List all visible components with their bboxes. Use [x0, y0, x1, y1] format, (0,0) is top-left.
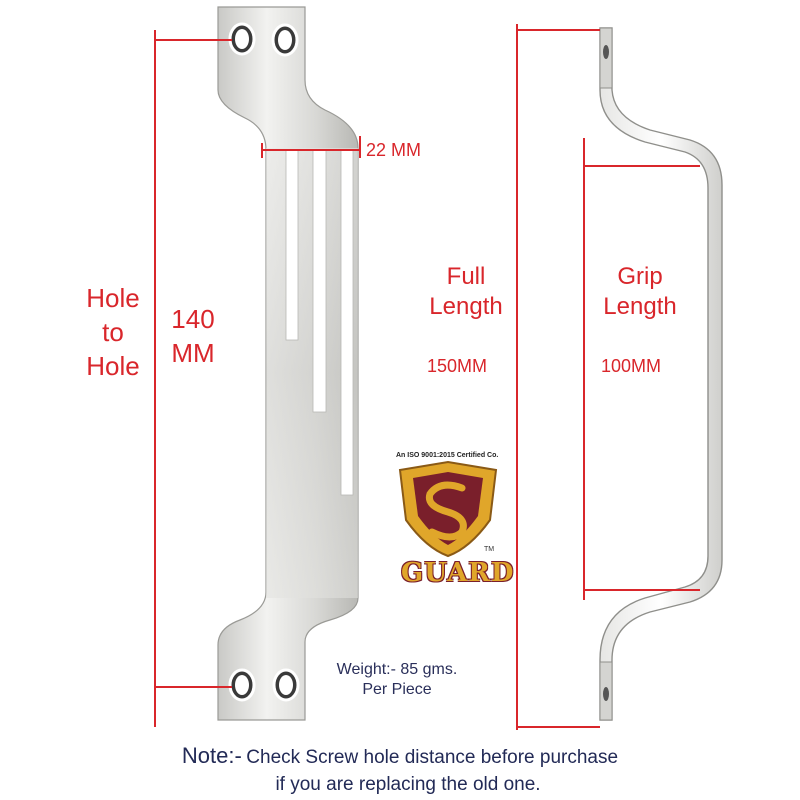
dimension-lines: [154, 24, 700, 730]
label-line: Hole: [86, 351, 140, 381]
value-line: MM: [171, 338, 215, 368]
grip-length-label: Grip Length: [594, 262, 686, 322]
brand-logo-shield: [398, 460, 498, 558]
groove-stripe: [312, 149, 327, 413]
side-handle: [599, 27, 723, 721]
screw-hole: [228, 668, 256, 702]
purchase-note: Note:- Check Screw hole distance before …: [0, 743, 800, 798]
trademark-mark: TM: [484, 546, 495, 553]
screw-hole: [271, 23, 299, 57]
label-line: Hole: [86, 283, 140, 313]
grip-length-value: 100MM: [601, 356, 662, 376]
weight-info: Weight:- 85 gms. Per Piece: [323, 660, 471, 700]
label-line: Full: [446, 263, 486, 290]
label-line: Length: [603, 293, 677, 320]
width-dimension-label: 22 MM: [366, 140, 422, 160]
label-line: to: [102, 317, 124, 347]
note-line-1: Check Screw hole distance before purchas…: [246, 747, 619, 768]
brand-name: GUARD: [401, 558, 515, 588]
groove-stripe: [285, 149, 299, 341]
value-line: 140: [171, 304, 215, 334]
label-line: Length: [429, 293, 503, 320]
note-line-2: if you are replacing the old one.: [275, 774, 541, 795]
label-line: Grip: [617, 263, 663, 290]
screw-hole: [228, 22, 256, 56]
groove-stripe: [340, 149, 354, 496]
screw-hole: [272, 668, 300, 702]
full-length-label: Full Length: [420, 262, 512, 322]
weight-line: Per Piece: [362, 681, 432, 698]
front-handle: [217, 6, 359, 721]
full-length-value: 150MM: [427, 356, 488, 376]
weight-line: Weight:- 85 gms.: [336, 661, 458, 678]
note-heading: Note:-: [181, 743, 242, 768]
hole-distance-value: 140 MM: [164, 302, 222, 370]
certification-text: An ISO 9001:2015 Certified Co.: [396, 452, 499, 459]
hole-to-hole-label: Hole to Hole: [78, 281, 148, 383]
